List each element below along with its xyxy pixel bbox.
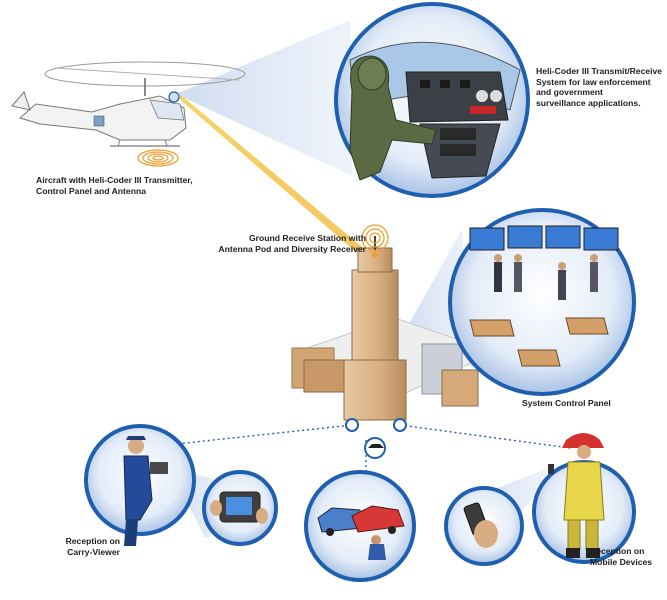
- signal-beam: [176, 96, 380, 266]
- aircraft-label: Aircraft with Heli-Coder III Transmitter…: [36, 175, 193, 196]
- control-room-inset: [448, 208, 636, 396]
- crash-scene-inset: [304, 470, 416, 582]
- police-inset: [84, 424, 196, 546]
- carry-viewer-label: Reception on Carry-Viewer: [65, 536, 120, 557]
- tower-antenna-signal: [361, 224, 389, 252]
- system-control-panel-label: System Control Panel: [522, 398, 611, 408]
- cockpit-inset: [334, 2, 530, 198]
- mobile-device-inset: [444, 486, 524, 566]
- link-node-left: [345, 418, 359, 432]
- heli-system-label: Heli-Coder III Transmit/Receive System f…: [536, 66, 663, 108]
- zoom-cone-cockpit: [176, 20, 352, 176]
- carry-viewer-inset: [202, 470, 278, 546]
- helicopter-antenna-signal: [137, 149, 179, 167]
- ground-station-label: Ground Receive Station with Antenna Pod …: [218, 233, 366, 254]
- firefighter-inset: [532, 433, 636, 564]
- helicopter-icon: [11, 61, 246, 147]
- ground-station-tower: [291, 236, 497, 421]
- car-crash-icon: [368, 444, 384, 448]
- mobile-devices-label: Reception on Mobile Devices: [590, 546, 653, 567]
- link-node-right: [393, 418, 407, 432]
